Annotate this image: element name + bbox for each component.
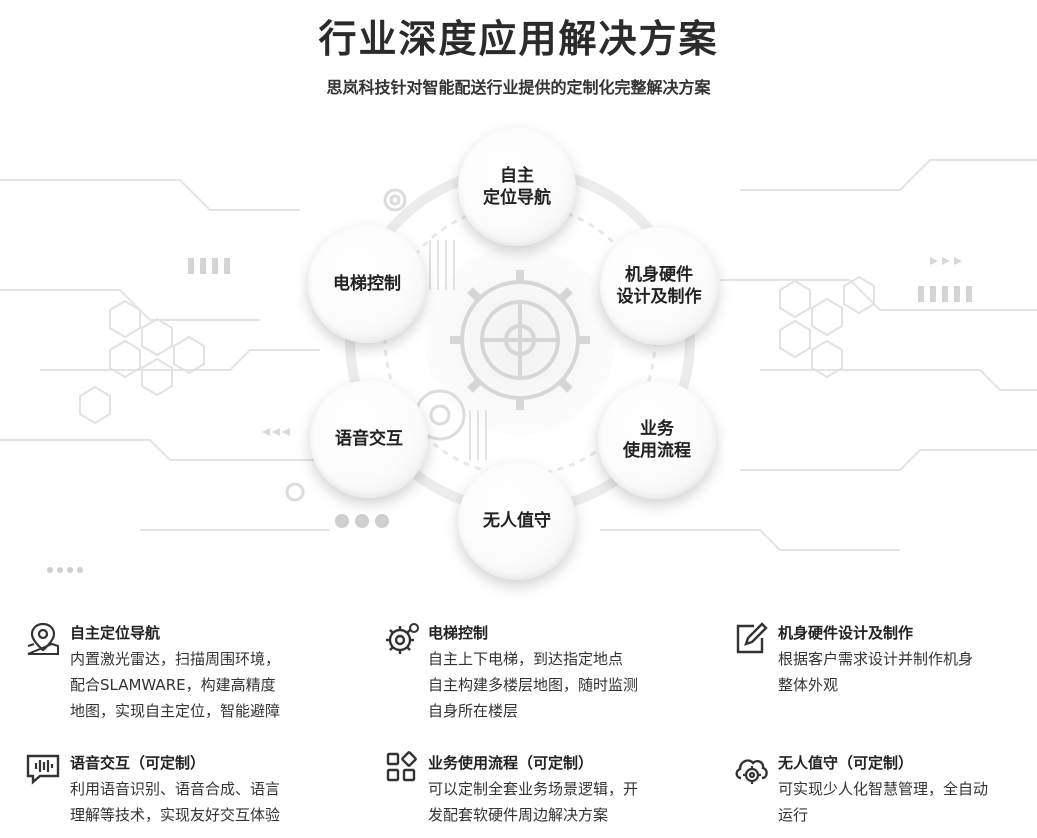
- solution-diagram: 自主 定位导航 机身硬件 设计及制作 业务 使用流程 无人值守 语音交互 电梯控…: [0, 110, 1037, 600]
- feature-desc: 根据客户需求设计并制作机身 整体外观: [778, 650, 974, 694]
- node-hardware: 机身硬件 设计及制作: [600, 227, 718, 345]
- voice-chat-icon: [26, 754, 60, 785]
- page-subtitle: 思岚科技针对智能配送行业提供的定制化完整解决方案: [326, 78, 711, 97]
- feature-title: 自主定位导航: [70, 624, 161, 642]
- node-unattended: 无人值守: [458, 462, 576, 580]
- page-title: 行业深度应用解决方案: [318, 17, 719, 61]
- edit-icon: [736, 622, 768, 654]
- node-workflow: 业务 使用流程: [598, 381, 716, 499]
- feature-desc: 可实现少人化智慧管理，全自动 运行: [778, 780, 989, 824]
- map-pin-icon: [27, 622, 59, 655]
- feature-desc: 可以定制全套业务场景逻辑，开 发配套软硬件周边解决方案: [428, 780, 639, 824]
- cloud-gear-icon: [735, 759, 768, 784]
- gear-icon: [386, 623, 419, 654]
- feature-title: 无人值守（可定制）: [778, 754, 914, 772]
- feature-desc: 利用语音识别、语音合成、语言 理解等技术，实现友好交互体验: [70, 780, 281, 824]
- feature-title: 电梯控制: [428, 624, 489, 642]
- feature-title: 机身硬件设计及制作: [778, 624, 914, 642]
- node-navigation: 自主 定位导航: [458, 128, 576, 246]
- grid-icon: [386, 751, 417, 782]
- feature-desc: 自主上下电梯，到达指定地点 自主构建多楼层地图，随时监测 自身所在楼层: [428, 650, 639, 720]
- node-voice: 语音交互: [310, 380, 428, 498]
- feature-desc: 内置激光雷达，扫描周围环境， 配合SLAMWARE，构建高精度 地图，实现自主定…: [70, 650, 281, 720]
- feature-title: 语音交互（可定制）: [70, 754, 206, 772]
- node-elevator: 电梯控制: [308, 225, 426, 343]
- feature-title: 业务使用流程（可定制）: [428, 754, 594, 772]
- tech-background: [0, 159, 1037, 573]
